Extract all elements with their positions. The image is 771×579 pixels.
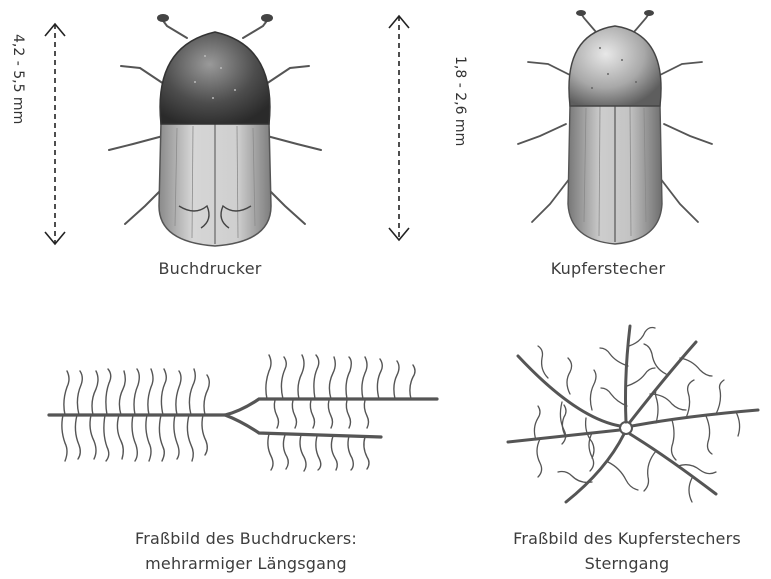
size-arrow-kupferstecher [384,10,414,246]
kupferstecher-beetle-illustration [500,8,730,252]
caption-buchdrucker: Buchdrucker [110,259,310,278]
caption-kupferstecher: Kupferstecher [508,259,708,278]
caption-buchdrucker-gallery-line1: Fraßbild des Buchdruckers: [96,529,396,548]
size-arrow-buchdrucker [40,18,70,250]
caption-kupferstecher-gallery-line2: Sterngang [486,554,768,573]
buchdrucker-gallery-illustration [45,345,445,475]
size-label-buchdrucker: 4,2 - 5,5 mm [10,34,26,134]
kupferstecher-gallery-illustration [496,306,768,516]
size-label-kupferstecher: 1,8 - 2,6 mm [452,56,468,156]
buchdrucker-beetle-illustration [95,6,335,252]
caption-kupferstecher-gallery-line1: Fraßbild des Kupferstechers [486,529,768,548]
caption-buchdrucker-gallery-line2: mehrarmiger Längsgang [96,554,396,573]
